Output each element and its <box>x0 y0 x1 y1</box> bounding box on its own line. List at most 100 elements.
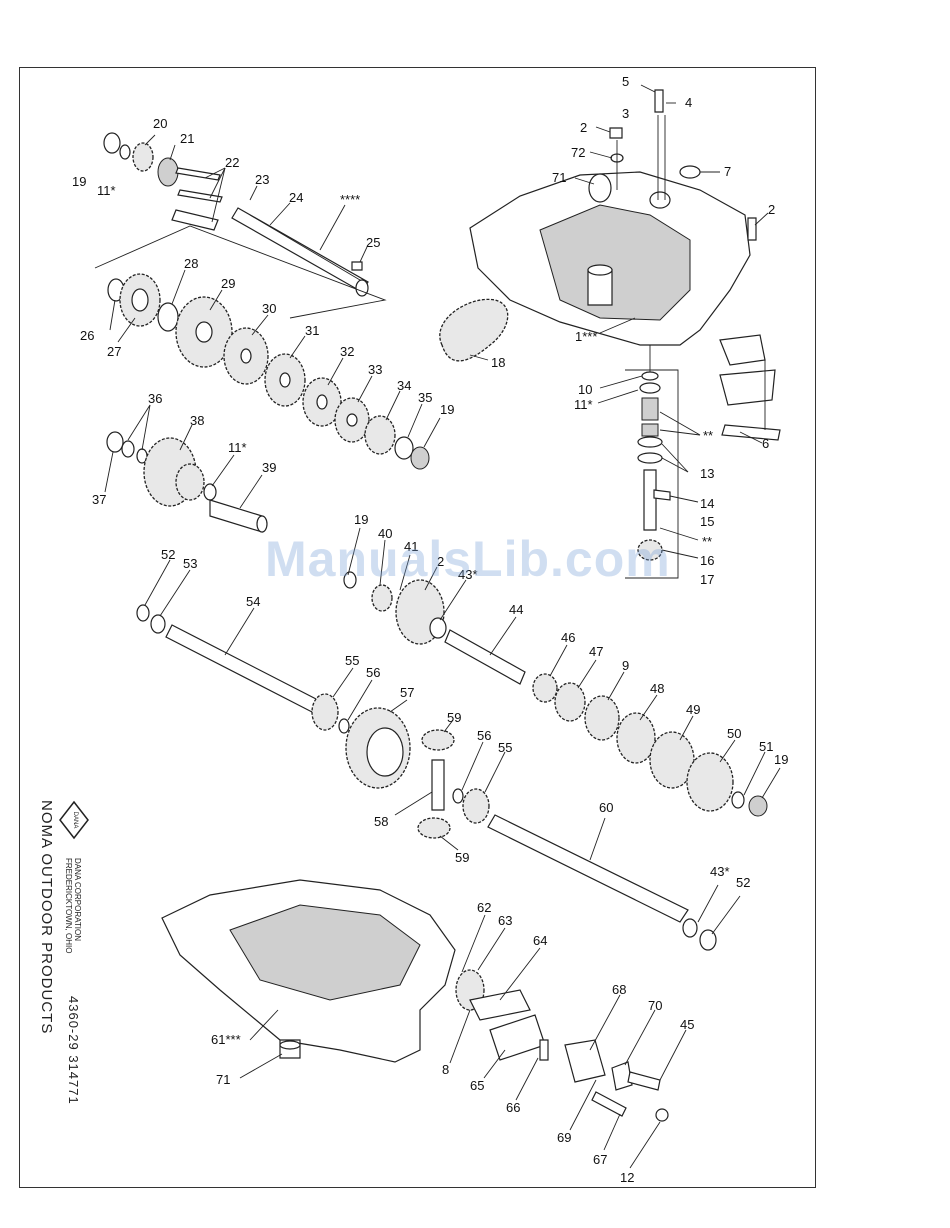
label-64: 64 <box>533 933 547 948</box>
label-57: 57 <box>400 685 414 700</box>
label-36: 36 <box>148 391 162 406</box>
label-54: 54 <box>246 594 260 609</box>
label-12: 12 <box>620 1170 634 1185</box>
label-72: 72 <box>571 145 585 160</box>
label-18: 18 <box>491 355 505 370</box>
label-59: 59 <box>447 710 461 725</box>
label-58: 58 <box>374 814 388 829</box>
label-52: 52 <box>161 547 175 562</box>
label-25: 25 <box>366 235 380 250</box>
corp-line-2: FREDERICKTOWN, OHIO <box>64 858 73 954</box>
label-43star: 43* <box>458 567 478 582</box>
corporation-address: DANA CORPORATION FREDERICKTOWN, OHIO <box>64 858 82 953</box>
label-20: 20 <box>153 116 167 131</box>
label-19: 19 <box>72 174 86 189</box>
label-11: 11* <box>97 183 116 198</box>
label-19c: 19 <box>354 512 368 527</box>
label-41: 41 <box>404 539 418 554</box>
label-2: 2 <box>580 120 587 135</box>
label-71b: 71 <box>216 1072 230 1087</box>
logo-text: DANA <box>72 812 78 829</box>
label-52b: 52 <box>736 875 750 890</box>
label-23: 23 <box>255 172 269 187</box>
label-49: 49 <box>686 702 700 717</box>
label-4: 4 <box>685 95 692 110</box>
label-2c: 2 <box>437 554 444 569</box>
label-2b: 2 <box>768 202 775 217</box>
label-2star-b: ** <box>702 534 712 549</box>
part-labels: 5 4 3 2 72 7 71 2 1*** 20 21 19 11* 22 2… <box>72 74 788 1185</box>
label-15: 15 <box>700 514 714 529</box>
label-24: 24 <box>289 190 303 205</box>
label-48: 48 <box>650 681 664 696</box>
label-63: 63 <box>498 913 512 928</box>
label-34: 34 <box>397 378 411 393</box>
label-19d: 19 <box>774 752 788 767</box>
vertical-shaft-stack <box>625 345 679 579</box>
label-26: 26 <box>80 328 94 343</box>
label-27: 27 <box>107 344 121 359</box>
label-7: 7 <box>724 164 731 179</box>
label-31: 31 <box>305 323 319 338</box>
label-47: 47 <box>589 644 603 659</box>
label-28: 28 <box>184 256 198 271</box>
side-caption: NOMA OUTDOOR PRODUCTS DANA CORPORATION F… <box>38 800 88 1105</box>
drive-chain <box>439 298 509 362</box>
label-56: 56 <box>366 665 380 680</box>
label-37: 37 <box>92 492 106 507</box>
label-56b: 56 <box>477 728 491 743</box>
label-43star-b: 43* <box>710 864 730 879</box>
label-67: 67 <box>593 1152 607 1167</box>
label-9: 9 <box>622 658 629 673</box>
label-16: 16 <box>700 553 714 568</box>
label-50: 50 <box>727 726 741 741</box>
label-3: 3 <box>622 106 629 121</box>
label-5: 5 <box>622 74 629 89</box>
label-70: 70 <box>648 998 662 1013</box>
label-65: 65 <box>470 1078 484 1093</box>
gear-stack <box>107 273 430 470</box>
label-6: 6 <box>762 436 769 451</box>
label-19b: 19 <box>440 402 454 417</box>
label-46: 46 <box>561 630 575 645</box>
label-68: 68 <box>612 982 626 997</box>
label-29: 29 <box>221 276 235 291</box>
label-66: 66 <box>506 1100 520 1115</box>
label-4star: **** <box>340 192 360 207</box>
dana-logo-icon: DANA <box>59 800 89 840</box>
label-17: 17 <box>700 572 714 587</box>
label-59b: 59 <box>455 850 469 865</box>
label-44: 44 <box>509 602 523 617</box>
upper-housing <box>469 89 781 441</box>
label-8: 8 <box>442 1062 449 1077</box>
label-14: 14 <box>700 496 714 511</box>
label-30: 30 <box>262 301 276 316</box>
label-32: 32 <box>340 344 354 359</box>
leader-lines <box>104 84 781 1169</box>
upper-shaft-assembly <box>94 132 387 319</box>
differential-assembly <box>311 693 717 951</box>
label-1: 1*** <box>575 329 597 344</box>
label-53: 53 <box>183 556 197 571</box>
label-60: 60 <box>599 800 613 815</box>
label-10: 10 <box>578 382 592 397</box>
label-22: 22 <box>225 155 239 170</box>
brand-name: NOMA OUTDOOR PRODUCTS <box>38 800 55 1035</box>
document-number: 4360-29 314771 <box>66 996 81 1105</box>
lower-housing <box>161 879 669 1122</box>
corp-line-1: DANA CORPORATION <box>73 858 82 941</box>
label-55: 55 <box>345 653 359 668</box>
gear-38-assembly <box>106 431 268 533</box>
label-11c: 11* <box>574 397 593 412</box>
label-55b: 55 <box>498 740 512 755</box>
label-39: 39 <box>262 460 276 475</box>
diagram-frame <box>19 67 816 1188</box>
label-13: 13 <box>700 466 714 481</box>
label-62: 62 <box>477 900 491 915</box>
label-71: 71 <box>552 170 566 185</box>
label-40: 40 <box>378 526 392 541</box>
label-11b: 11* <box>228 440 247 455</box>
middle-shaft-assembly <box>136 571 768 817</box>
label-38: 38 <box>190 413 204 428</box>
